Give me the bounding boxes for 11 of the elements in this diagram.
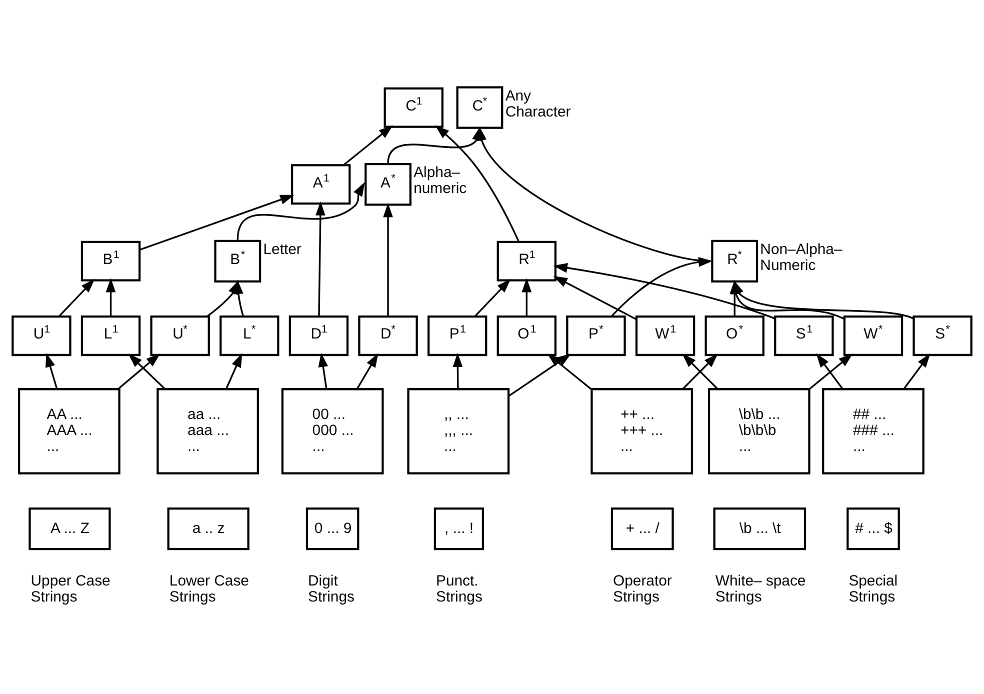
node-label: Punct. Strings [436,572,482,606]
node-label: White– space Strings [715,572,806,606]
node-label: Special Strings [848,572,898,606]
node-label: Non–Alpha– Numeric [760,240,842,274]
node-label: Any Character [505,87,571,120]
node-label: Lower Case Strings [169,572,249,606]
node-label: Alpha– numeric [414,164,467,198]
node-label: Upper Case Strings [30,572,110,606]
node-label: Operator Strings [613,572,672,606]
node-label: Letter [263,240,302,258]
node-label: Digit Strings [308,572,354,606]
